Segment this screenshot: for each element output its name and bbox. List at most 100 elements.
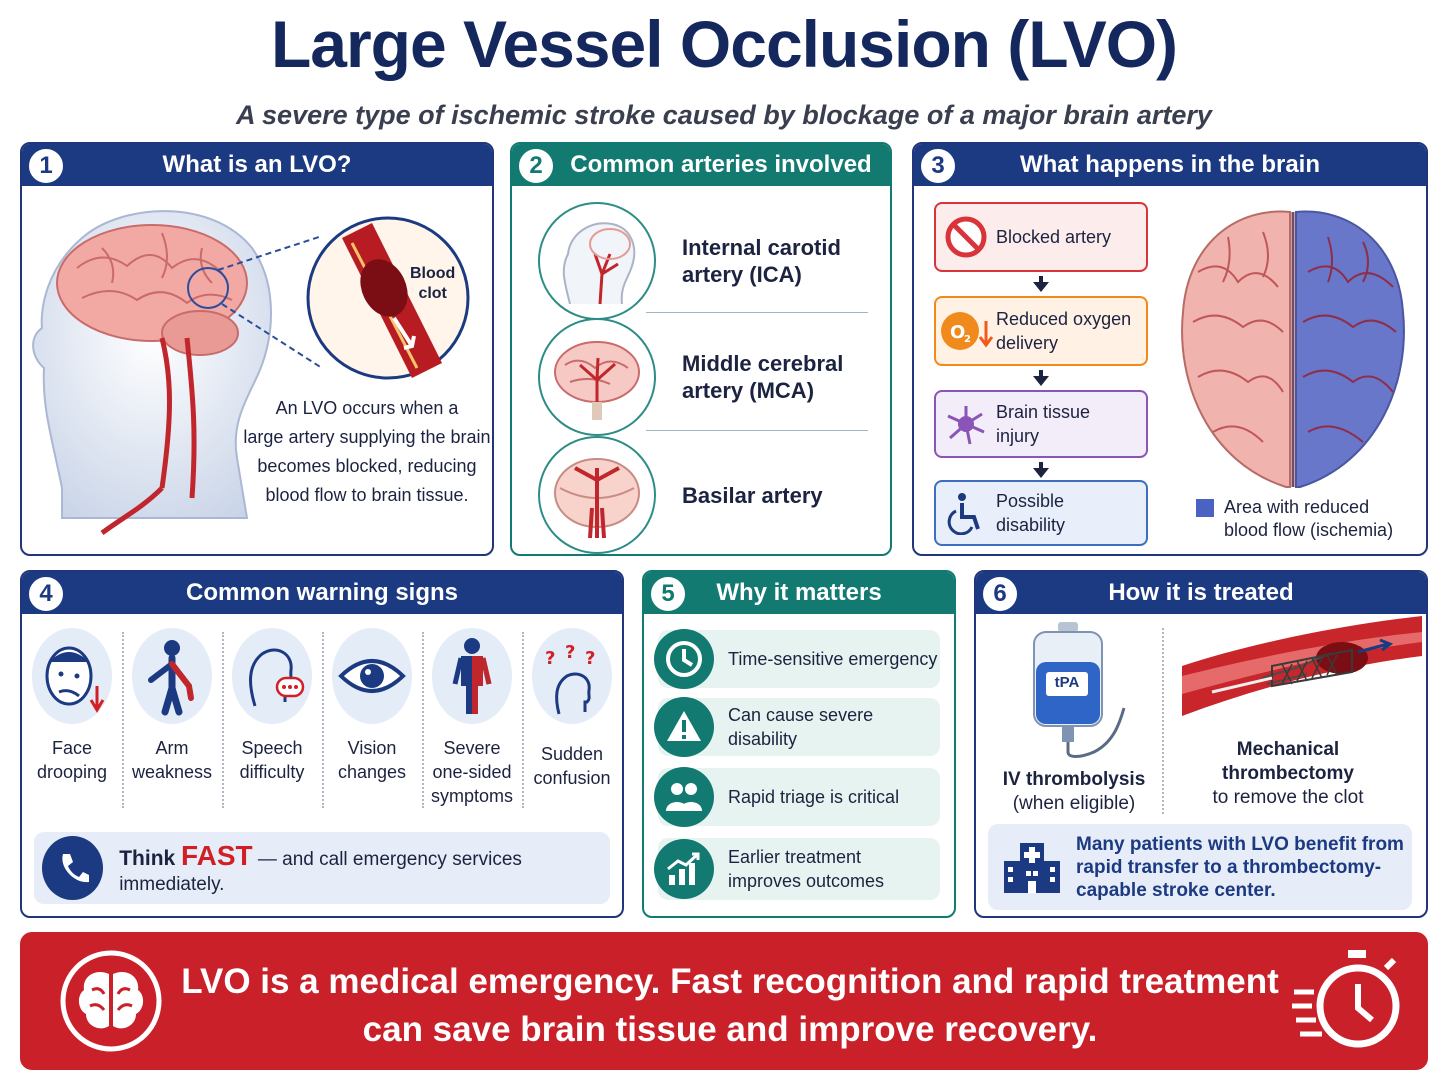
panel-6-number: 6	[980, 574, 1020, 614]
panel-what-happens: What happens in the brain 3 Blocked arte…	[912, 142, 1428, 556]
panel-2-title: Common arteries involved	[570, 151, 872, 178]
neuron-icon	[947, 406, 985, 445]
sign-label: Arm weakness	[131, 738, 213, 782]
panel-treatment: How it is treated 6 tPA IV thrombolysis …	[974, 570, 1428, 918]
sign-arm-weakness: Arm weakness	[122, 628, 222, 784]
brain-icon	[60, 950, 162, 1052]
head-profile-illustration	[32, 210, 470, 536]
step-label: Reduced oxygen	[996, 309, 1132, 329]
reason-rapid-triage: Rapid triage is critical	[654, 767, 940, 827]
emergency-message-line: LVO is a medical emergency. Fast recogni…	[181, 962, 1279, 1001]
flow-arrow	[1033, 376, 1049, 386]
panel-4-number: 4	[26, 574, 66, 614]
sign-label: Vision changes	[337, 738, 407, 782]
sign-separator	[322, 632, 324, 808]
panel-what-is-lvo: What is an LVO? 1 Blood clot An LVO occu…	[20, 142, 494, 556]
ica-illustration	[538, 202, 656, 320]
page-title: Large Vessel Occlusion (LVO)	[270, 7, 1178, 81]
iv-bag-icon	[1033, 622, 1126, 758]
svg-text:?: ?	[565, 642, 575, 663]
sign-one-sided-symptoms: Severe one-sided symptoms	[422, 628, 522, 808]
step-label: Blocked artery	[996, 227, 1112, 247]
ischemia-legend-swatch	[1196, 499, 1214, 517]
page-subtitle: A severe type of ischemic stroke caused …	[236, 100, 1212, 130]
mca-label-line2: artery (MCA)	[682, 378, 815, 403]
panel-3-number: 3	[918, 146, 958, 186]
lvo-definition-line: becomes blocked, reducing	[257, 456, 477, 476]
panel-3-title: What happens in the brain	[1019, 151, 1320, 178]
blood-clot-label-1: Blood	[410, 265, 456, 282]
oxygen-down-icon: O2	[941, 312, 994, 350]
lvo-definition-line: An LVO occurs when a	[275, 398, 459, 418]
sign-label: Speech difficulty	[239, 738, 305, 782]
step-label: disability	[996, 515, 1066, 535]
emergency-banner: LVO is a medical emergency. Fast recogni…	[20, 932, 1428, 1070]
panel-3-header: What happens in the brain	[914, 144, 1426, 186]
sign-label: Sudden confusion	[533, 744, 611, 788]
lvo-definition-text: An LVO occurs when a large artery supply…	[232, 394, 492, 510]
hospital-icon	[1004, 843, 1060, 893]
artery-row-basilar: Basilar artery	[532, 436, 872, 554]
ica-icon	[562, 222, 636, 305]
sign-sudden-confusion: ??? Sudden confusion	[522, 628, 622, 790]
brain-ischemia-illustration	[1181, 210, 1405, 488]
lvo-definition-line: large artery supplying the brain	[243, 427, 491, 447]
flow-arrow	[1033, 468, 1049, 478]
panel-2-number: 2	[516, 146, 556, 186]
iv-label-line: IV thrombolysis	[1002, 769, 1146, 790]
thrombectomy-illustration	[1182, 616, 1422, 716]
speech-icon	[249, 648, 305, 707]
wheelchair-icon	[947, 493, 980, 535]
think-fast-callout: Think FAST — and call emergency services…	[34, 832, 610, 904]
reason-label: Can cause severe disability	[728, 705, 874, 749]
reason-label: improves outcomes	[728, 871, 885, 891]
people-icon	[666, 783, 702, 811]
reason-label: Rapid triage is critical	[728, 787, 900, 807]
sign-label: Face drooping	[36, 738, 108, 782]
basilar-illustration	[538, 436, 656, 554]
reason-label: Time-sensitive emergency	[728, 649, 938, 669]
sign-face-drooping: Face drooping	[22, 628, 122, 784]
benefit-line: rapid transfer to a thrombectomy-	[1076, 856, 1382, 878]
benefit-line: capable stroke center.	[1076, 879, 1276, 901]
sign-separator	[522, 632, 524, 808]
panel-6-header: How it is treated	[976, 572, 1426, 614]
fast-prefix: Think	[119, 847, 182, 870]
panel-1-header: What is an LVO?	[22, 144, 492, 186]
panel-4-title: Common warning signs	[185, 579, 458, 606]
fast-rest: — and call emergency services immediatel…	[119, 849, 522, 895]
panel-why-it-matters: Why it matters 5 Time-sensitive emergenc…	[642, 570, 956, 918]
step-label: Brain tissue	[996, 402, 1091, 422]
no-entry-icon	[945, 216, 987, 258]
stroke-center-callout: Many patients with LVO benefit from rapi…	[988, 824, 1412, 910]
warning-icon	[667, 711, 701, 741]
panel-6-title: How it is treated	[1108, 579, 1294, 606]
panel-5-title: Why it matters	[716, 579, 882, 606]
svg-text:O: O	[950, 322, 965, 343]
reason-time-sensitive: Time-sensitive emergency	[654, 629, 940, 689]
blood-clot-label-2: clot	[418, 285, 447, 302]
mca-label-line1: Middle cerebral	[682, 351, 844, 376]
flow-arrow-stem	[1039, 276, 1043, 282]
mech-label-line: to remove the clot	[1212, 787, 1364, 808]
panel-1-number: 1	[26, 146, 66, 186]
flow-arrow	[1033, 282, 1049, 292]
sign-vision-changes: Vision changes	[322, 628, 422, 784]
step-blocked-artery: Blocked artery	[934, 202, 1148, 272]
sign-separator	[422, 632, 424, 808]
confusion-icon: ???	[545, 642, 595, 715]
stopwatch-icon	[1292, 950, 1400, 1048]
mech-label-line: Mechanical	[1236, 739, 1340, 760]
emergency-message-line: can save brain tissue and improve recove…	[362, 1010, 1098, 1049]
basilar-label-line1: Basilar artery	[682, 482, 823, 508]
tpa-label: tPA	[1054, 674, 1080, 691]
panel-2-header: Common arteries involved	[512, 144, 890, 186]
svg-text:2: 2	[964, 334, 971, 345]
